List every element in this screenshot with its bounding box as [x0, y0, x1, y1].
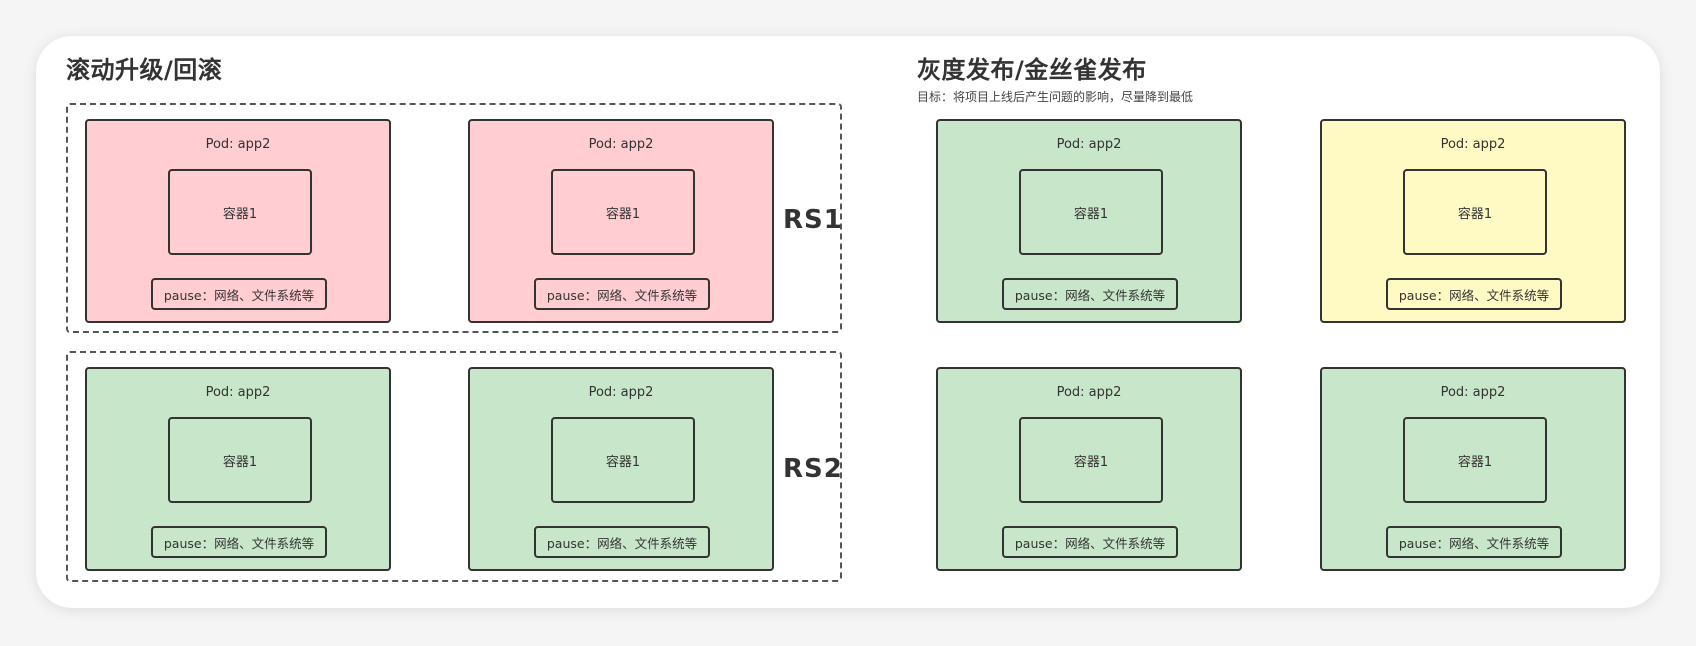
pause-box: pause：网络、文件系统等 [151, 526, 327, 558]
pod-label: Pod: app2 [588, 385, 654, 400]
pod-label: Pod: app2 [1440, 137, 1506, 152]
pause-box: pause：网络、文件系统等 [1386, 278, 1562, 310]
container-box: 容器1 [1019, 169, 1163, 255]
pod-label: Pod: app2 [588, 137, 654, 152]
pod-label: Pod: app2 [205, 137, 271, 152]
container-box: 容器1 [168, 169, 312, 255]
pod-label: Pod: app2 [1056, 137, 1122, 152]
pod-label: Pod: app2 [1440, 385, 1506, 400]
pod-label: Pod: app2 [205, 385, 271, 400]
container-box: 容器1 [1403, 417, 1547, 503]
rs2-group [66, 351, 842, 582]
pod-rs1-2: Pod: app2 容器1 pause：网络、文件系统等 [468, 119, 774, 323]
pod-rs1-1: Pod: app2 容器1 pause：网络、文件系统等 [85, 119, 391, 323]
pause-box: pause：网络、文件系统等 [1386, 526, 1562, 558]
container-box: 容器1 [168, 417, 312, 503]
container-box: 容器1 [1403, 169, 1547, 255]
pod-rs2-2: Pod: app2 容器1 pause：网络、文件系统等 [468, 367, 774, 571]
rs2-label: RS2 [783, 454, 843, 484]
rs1-group [66, 103, 842, 333]
pause-box: pause：网络、文件系统等 [534, 526, 710, 558]
pause-box: pause：网络、文件系统等 [1002, 278, 1178, 310]
pause-box: pause：网络、文件系统等 [534, 278, 710, 310]
pause-box: pause：网络、文件系统等 [151, 278, 327, 310]
pod-canary-2: Pod: app2 容器1 pause：网络、文件系统等 [1320, 119, 1626, 323]
container-box: 容器1 [551, 169, 695, 255]
pod-canary-3: Pod: app2 容器1 pause：网络、文件系统等 [936, 367, 1242, 571]
canary-release-subtitle: 目标：将项目上线后产生问题的影响，尽量降到最低 [917, 90, 1194, 104]
pod-label: Pod: app2 [1056, 385, 1122, 400]
container-box: 容器1 [1019, 417, 1163, 503]
pause-box: pause：网络、文件系统等 [1002, 526, 1178, 558]
pod-canary-1: Pod: app2 容器1 pause：网络、文件系统等 [936, 119, 1242, 323]
container-box: 容器1 [551, 417, 695, 503]
pod-rs2-1: Pod: app2 容器1 pause：网络、文件系统等 [85, 367, 391, 571]
canary-release-title: 灰度发布/金丝雀发布 [917, 56, 1147, 84]
rolling-update-title: 滚动升级/回滚 [66, 56, 223, 84]
pod-canary-4: Pod: app2 容器1 pause：网络、文件系统等 [1320, 367, 1626, 571]
rs1-label: RS1 [783, 205, 843, 235]
